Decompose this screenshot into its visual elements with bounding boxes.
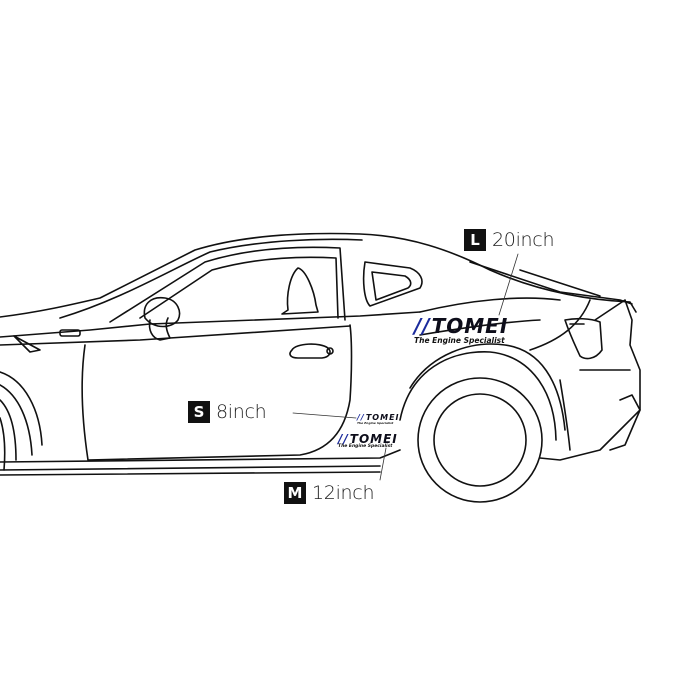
- brand-text: TOMEI: [431, 314, 509, 338]
- rear-wheel-arch: [409, 343, 566, 431]
- tomei-mark-icon: //: [414, 314, 431, 338]
- leader-line-medium: [379, 447, 387, 481]
- tomei-decal-large: //TOMEI The Engine Specialist: [414, 316, 508, 345]
- brand-text: TOMEI: [365, 413, 400, 422]
- size-badge-small: S: [188, 401, 210, 423]
- tomei-mark-icon: //: [338, 432, 349, 446]
- brand-text: TOMEI: [349, 432, 398, 446]
- front-wheel-arch: [0, 371, 43, 446]
- rear-rim: [433, 393, 527, 487]
- tomei-decal-medium: //TOMEI The Engine Specialist: [338, 433, 398, 450]
- beltline: [0, 311, 421, 338]
- size-badge-medium: M: [284, 482, 306, 504]
- leader-line-small: [292, 412, 357, 419]
- size-text-medium: 12inch: [312, 482, 375, 504]
- tagline-text: The Engine Specialist: [357, 421, 394, 425]
- size-label-medium: M 12inch: [284, 482, 374, 504]
- door-outline: [81, 324, 353, 461]
- seat-headrest: [281, 267, 319, 315]
- rear-spoiler: [469, 261, 633, 305]
- rear-quarter-window: [362, 261, 423, 307]
- size-text-small: 8inch: [216, 401, 267, 423]
- tagline-text: The Engine Specialist: [414, 336, 505, 345]
- tomei-decal-small: //TOMEI The Engine Specialist: [357, 414, 400, 425]
- side-skirt: [0, 449, 401, 463]
- size-label-large: L 20inch: [464, 229, 554, 251]
- size-text-large: 20inch: [492, 229, 555, 251]
- rear-tire: [417, 377, 543, 503]
- window-frame: [109, 246, 346, 323]
- rear-bumper: [539, 299, 641, 461]
- tagline-text: The Engine Specialist: [338, 444, 393, 449]
- leader-line-large: [498, 253, 519, 316]
- size-label-small: S 8inch: [188, 401, 267, 423]
- rear-fender-crease: [529, 299, 591, 351]
- roofline: [0, 232, 637, 318]
- tomei-mark-icon: //: [357, 413, 365, 422]
- door-handle: [289, 343, 331, 359]
- taillight: [564, 317, 603, 360]
- size-badge-large: L: [464, 229, 486, 251]
- side-mirror: [143, 296, 181, 328]
